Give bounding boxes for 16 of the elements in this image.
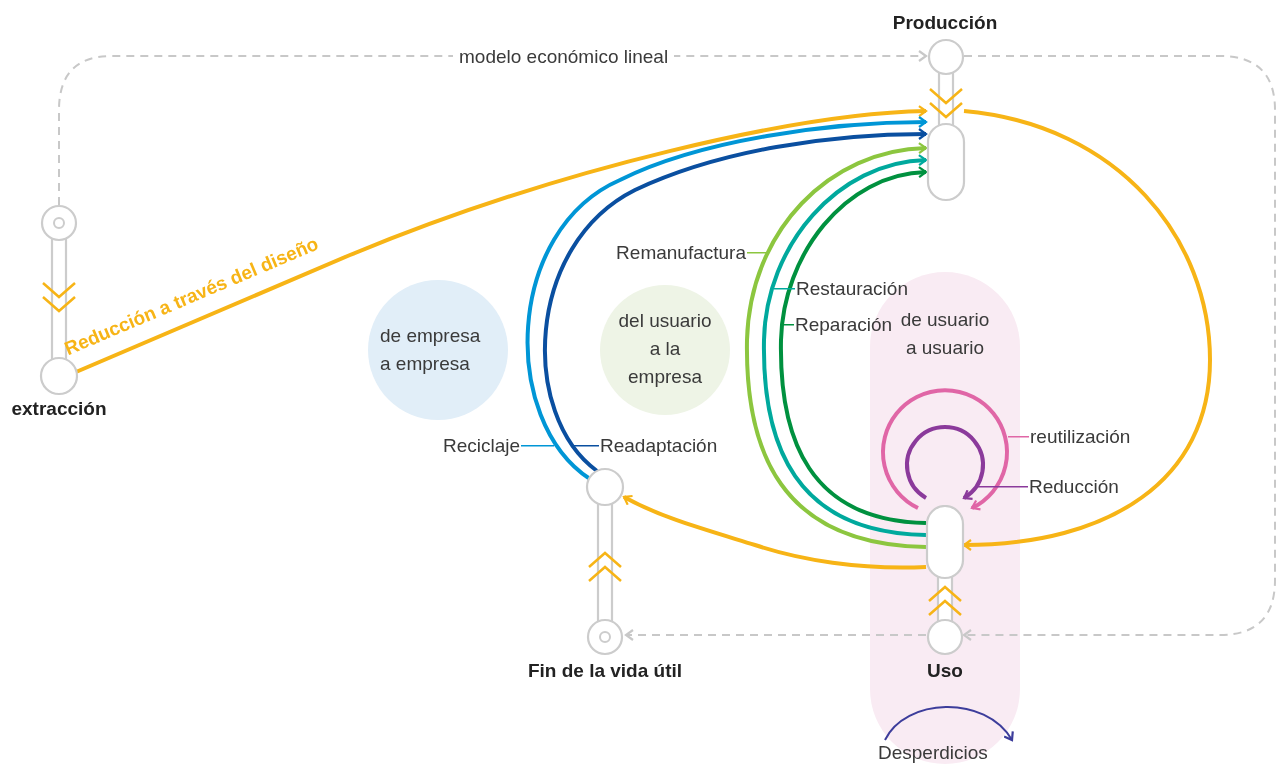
band-label: de usuario a usuario [900, 308, 990, 360]
arrow [962, 109, 1212, 551]
arrow [622, 494, 927, 570]
arrow [624, 628, 927, 642]
arrow [962, 55, 1276, 642]
station-label: Uso [926, 660, 964, 682]
arrow [905, 425, 985, 500]
circle-label: de empresa a empresa [380, 324, 482, 376]
station-label: Producción [891, 12, 999, 34]
station-label: Fin de la vida útil [526, 660, 684, 682]
arrow [779, 166, 928, 525]
arrow [881, 388, 1009, 510]
note-label: Desperdicios [878, 742, 988, 764]
arrow [75, 105, 928, 374]
circle-label: del usuario a la empresa [617, 309, 713, 389]
station-label: extracción [10, 398, 108, 420]
